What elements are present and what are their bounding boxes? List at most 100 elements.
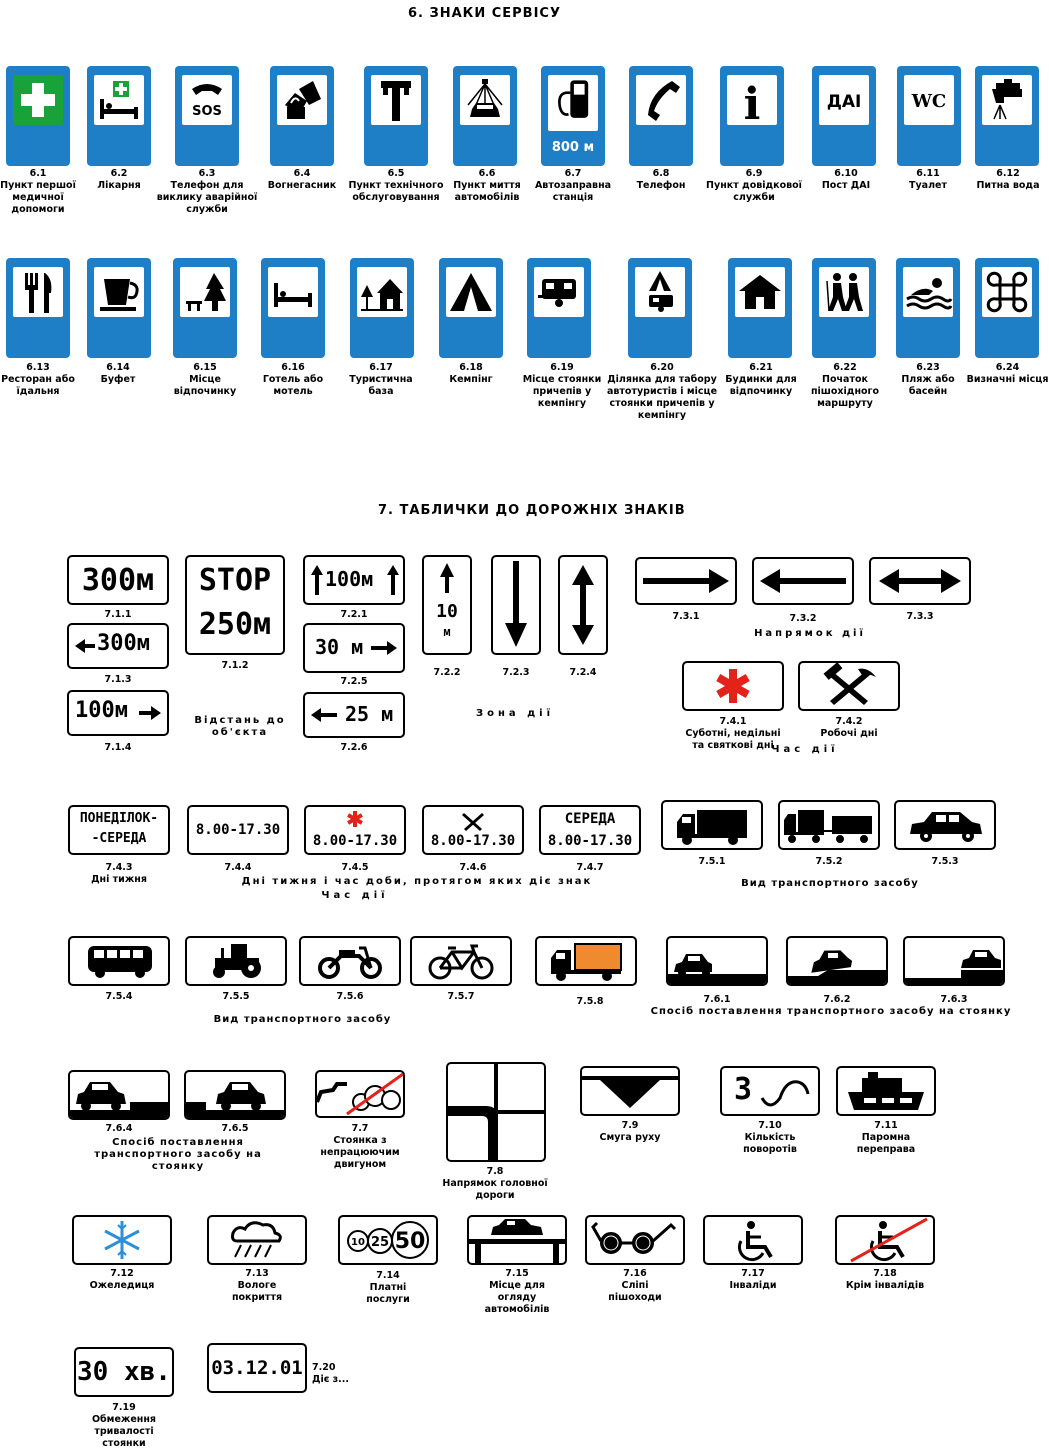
plate-7-3-1 bbox=[635, 557, 737, 605]
label-parking-1: Спосіб поставлення транспортного засобу … bbox=[650, 1006, 1012, 1017]
bus-icon bbox=[88, 946, 152, 978]
plate-7-6-3 bbox=[903, 936, 1005, 986]
wheelchair-icon bbox=[737, 1221, 773, 1262]
red-asterisk-icon bbox=[347, 811, 363, 827]
plate-7-5-5 bbox=[185, 936, 287, 986]
section-6-title: 6. ЗНАКИ СЕРВІСУ bbox=[408, 6, 561, 21]
sos-text: SOS bbox=[192, 104, 222, 119]
lane-arrow-icon bbox=[582, 1076, 678, 1108]
label-time-2: Час дії bbox=[321, 890, 389, 901]
parking-partial-icon bbox=[186, 1082, 284, 1118]
parking-on-road-icon bbox=[668, 954, 766, 984]
code-7-6-4: 7.6.4 bbox=[105, 1123, 133, 1134]
dai-text: ДАІ bbox=[827, 92, 862, 112]
plate-7-6-2 bbox=[786, 936, 888, 986]
plate-7-17 bbox=[703, 1215, 803, 1265]
code-7-5-2: 7.5.2 bbox=[815, 856, 843, 867]
tourist-base-icon bbox=[361, 279, 403, 311]
plate-7-2-1: 100м bbox=[303, 555, 405, 605]
code-7-6-3: 7.6.3 bbox=[940, 994, 968, 1005]
code-7-2-6: 7.2.6 bbox=[340, 742, 368, 753]
sign-6-3: SOS bbox=[175, 66, 239, 166]
sign-6-10: ДАІ bbox=[812, 66, 876, 166]
arrow-right-icon bbox=[643, 569, 729, 593]
hospital-bed-icon bbox=[100, 81, 138, 119]
arrow-left-icon bbox=[311, 708, 337, 722]
restaurant-fork-knife-icon bbox=[25, 273, 52, 313]
label-zone: Зона дії bbox=[475, 708, 555, 719]
code-7-6-1: 7.6.1 bbox=[703, 994, 731, 1005]
camping-tent-icon bbox=[450, 273, 492, 311]
code-7-5-6: 7.5.6 bbox=[336, 991, 364, 1002]
sign-6-8 bbox=[629, 66, 693, 166]
dangerous-goods-truck-icon bbox=[551, 943, 622, 981]
code-7-3-3: 7.3.3 bbox=[906, 611, 934, 622]
plate-7-2-6: 25 м bbox=[303, 692, 405, 738]
rain-cloud-icon bbox=[231, 1221, 282, 1258]
sign-6-1 bbox=[6, 66, 70, 166]
label-direction: Напрямок дії bbox=[754, 628, 866, 639]
code-7-2-1: 7.2.1 bbox=[340, 609, 368, 620]
fuel-pump-icon bbox=[558, 80, 589, 118]
sign-6-4 bbox=[270, 66, 334, 166]
plate-7-4-3: ПОНЕДІЛОК- -СЕРЕДА bbox=[68, 805, 170, 855]
emergency-phone-icon: SOS bbox=[192, 84, 222, 119]
code-7-1-2: 7.1.2 bbox=[221, 660, 249, 671]
snowflake-icon bbox=[104, 1221, 140, 1259]
code-7-5-3: 7.5.3 bbox=[931, 856, 959, 867]
caravan-trailer-icon bbox=[538, 279, 576, 307]
swimmer-icon bbox=[906, 278, 953, 310]
code-7-1-4: 7.1.4 bbox=[104, 742, 132, 753]
arrow-up-icon bbox=[311, 565, 399, 595]
label-distance: Відстань до об'єкта bbox=[194, 715, 286, 738]
label-vehicle-1: Вид транспортного засобу bbox=[741, 878, 919, 889]
inspection-pit-icon bbox=[469, 1219, 565, 1263]
sign-6-24 bbox=[975, 258, 1039, 358]
sign-6-19 bbox=[527, 258, 591, 358]
info-letter: i bbox=[744, 79, 761, 125]
code-7-1-1: 7.1.1 bbox=[104, 609, 132, 620]
rest-area-tree-icon bbox=[186, 273, 226, 311]
code-7-3-1: 7.3.1 bbox=[672, 611, 700, 622]
hammer-pick-icon bbox=[462, 813, 484, 831]
code-7-5-1: 7.5.1 bbox=[698, 856, 726, 867]
plate-7-1-1: 300м bbox=[67, 555, 169, 605]
hikers-icon bbox=[826, 273, 863, 312]
sign-6-14 bbox=[87, 258, 151, 358]
code-7-5-8: 7.5.8 bbox=[576, 996, 604, 1007]
plate-7-7 bbox=[315, 1070, 405, 1118]
code-7-4-7: 7.4.7 bbox=[576, 862, 604, 873]
sign-6-21 bbox=[728, 258, 792, 358]
sign-6-6 bbox=[453, 66, 517, 166]
arrow-leftright-icon bbox=[879, 569, 961, 593]
parking-half-sidewalk-icon bbox=[788, 950, 886, 984]
code-7-4-5: 7.4.5 bbox=[341, 862, 369, 873]
plate-7-18 bbox=[835, 1215, 935, 1265]
code-7-5-5: 7.5.5 bbox=[222, 991, 250, 1002]
plate-7-3-3 bbox=[869, 557, 971, 605]
plate-7-5-7 bbox=[410, 936, 512, 986]
truck-trailer-icon bbox=[784, 810, 872, 843]
plate-7-5-8 bbox=[535, 936, 637, 986]
code-7-2-2: 7.2.2 bbox=[433, 667, 461, 678]
parking-on-sidewalk-icon bbox=[905, 950, 1003, 984]
plate-7-6-5 bbox=[184, 1070, 286, 1120]
car-icon bbox=[910, 812, 982, 842]
